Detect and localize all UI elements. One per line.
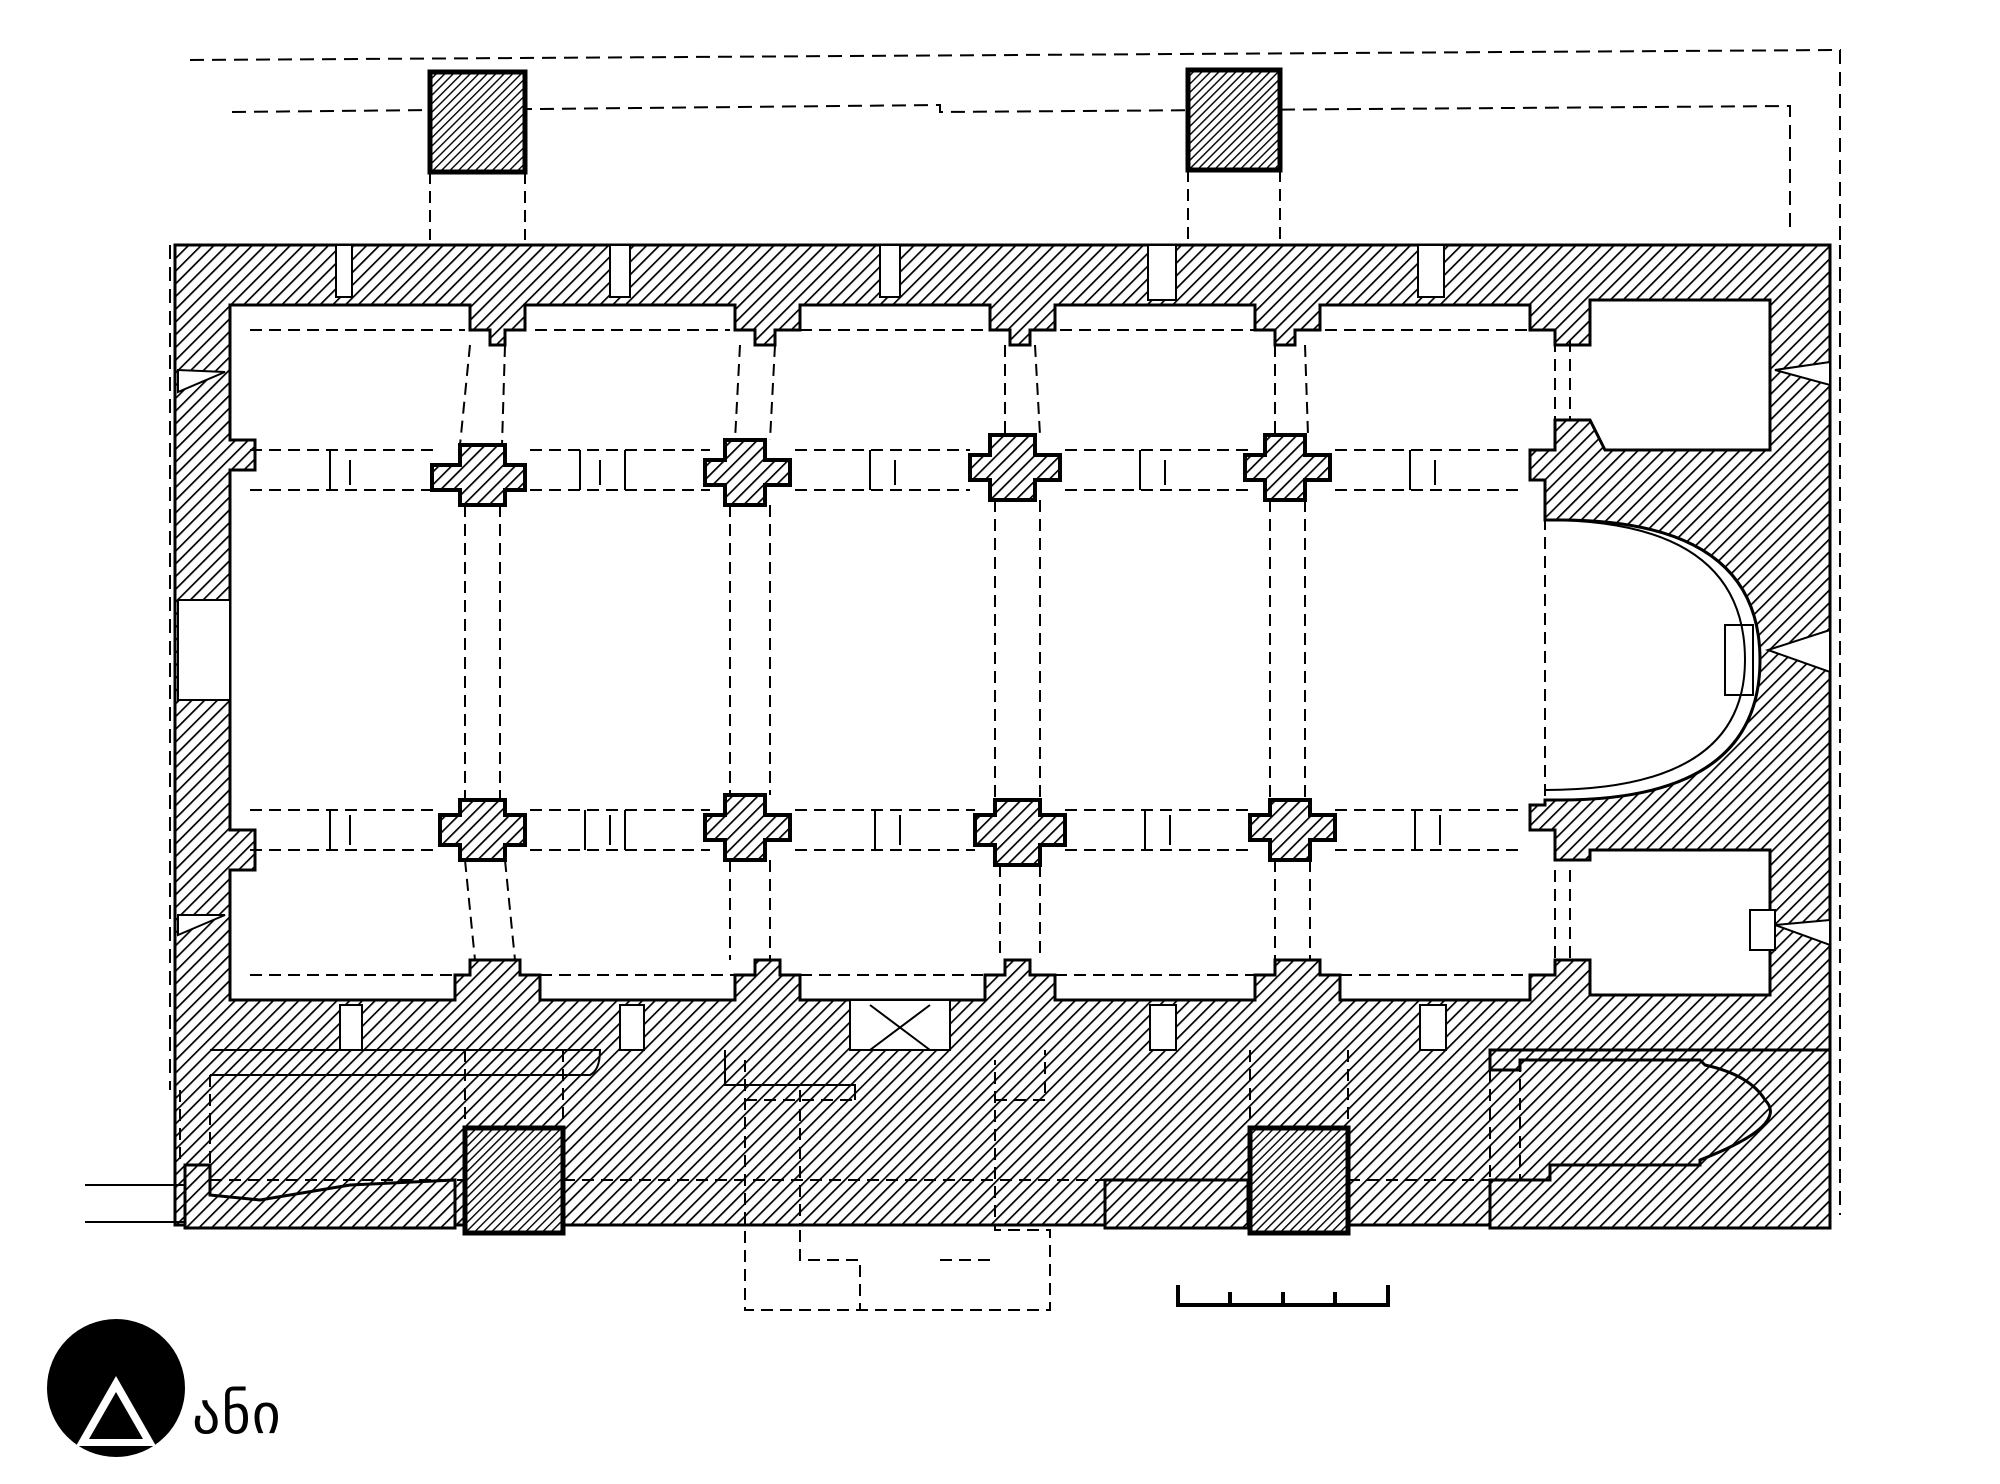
wall-openings — [177, 244, 1831, 1051]
apse-arc — [1544, 519, 1747, 791]
south-narthex-dashed — [179, 1050, 1521, 1311]
vault-dashed-lines — [250, 329, 1571, 976]
main-outer-wall — [173, 243, 1832, 1227]
arch-ticks — [329, 450, 1441, 850]
scale-bar — [1176, 1285, 1390, 1307]
triangle-in-circle-icon — [76, 1376, 156, 1446]
south-door — [724, 999, 951, 1100]
portico-piers — [427, 67, 1351, 1236]
cross-piers — [430, 433, 1337, 867]
portico-dashed-links — [429, 170, 1349, 1128]
outer-precinct-dashed — [169, 48, 1841, 1215]
logo-text: ანი — [192, 1382, 282, 1447]
south-gallery — [85, 1048, 1832, 1230]
ani-logo-mark — [47, 1319, 185, 1457]
